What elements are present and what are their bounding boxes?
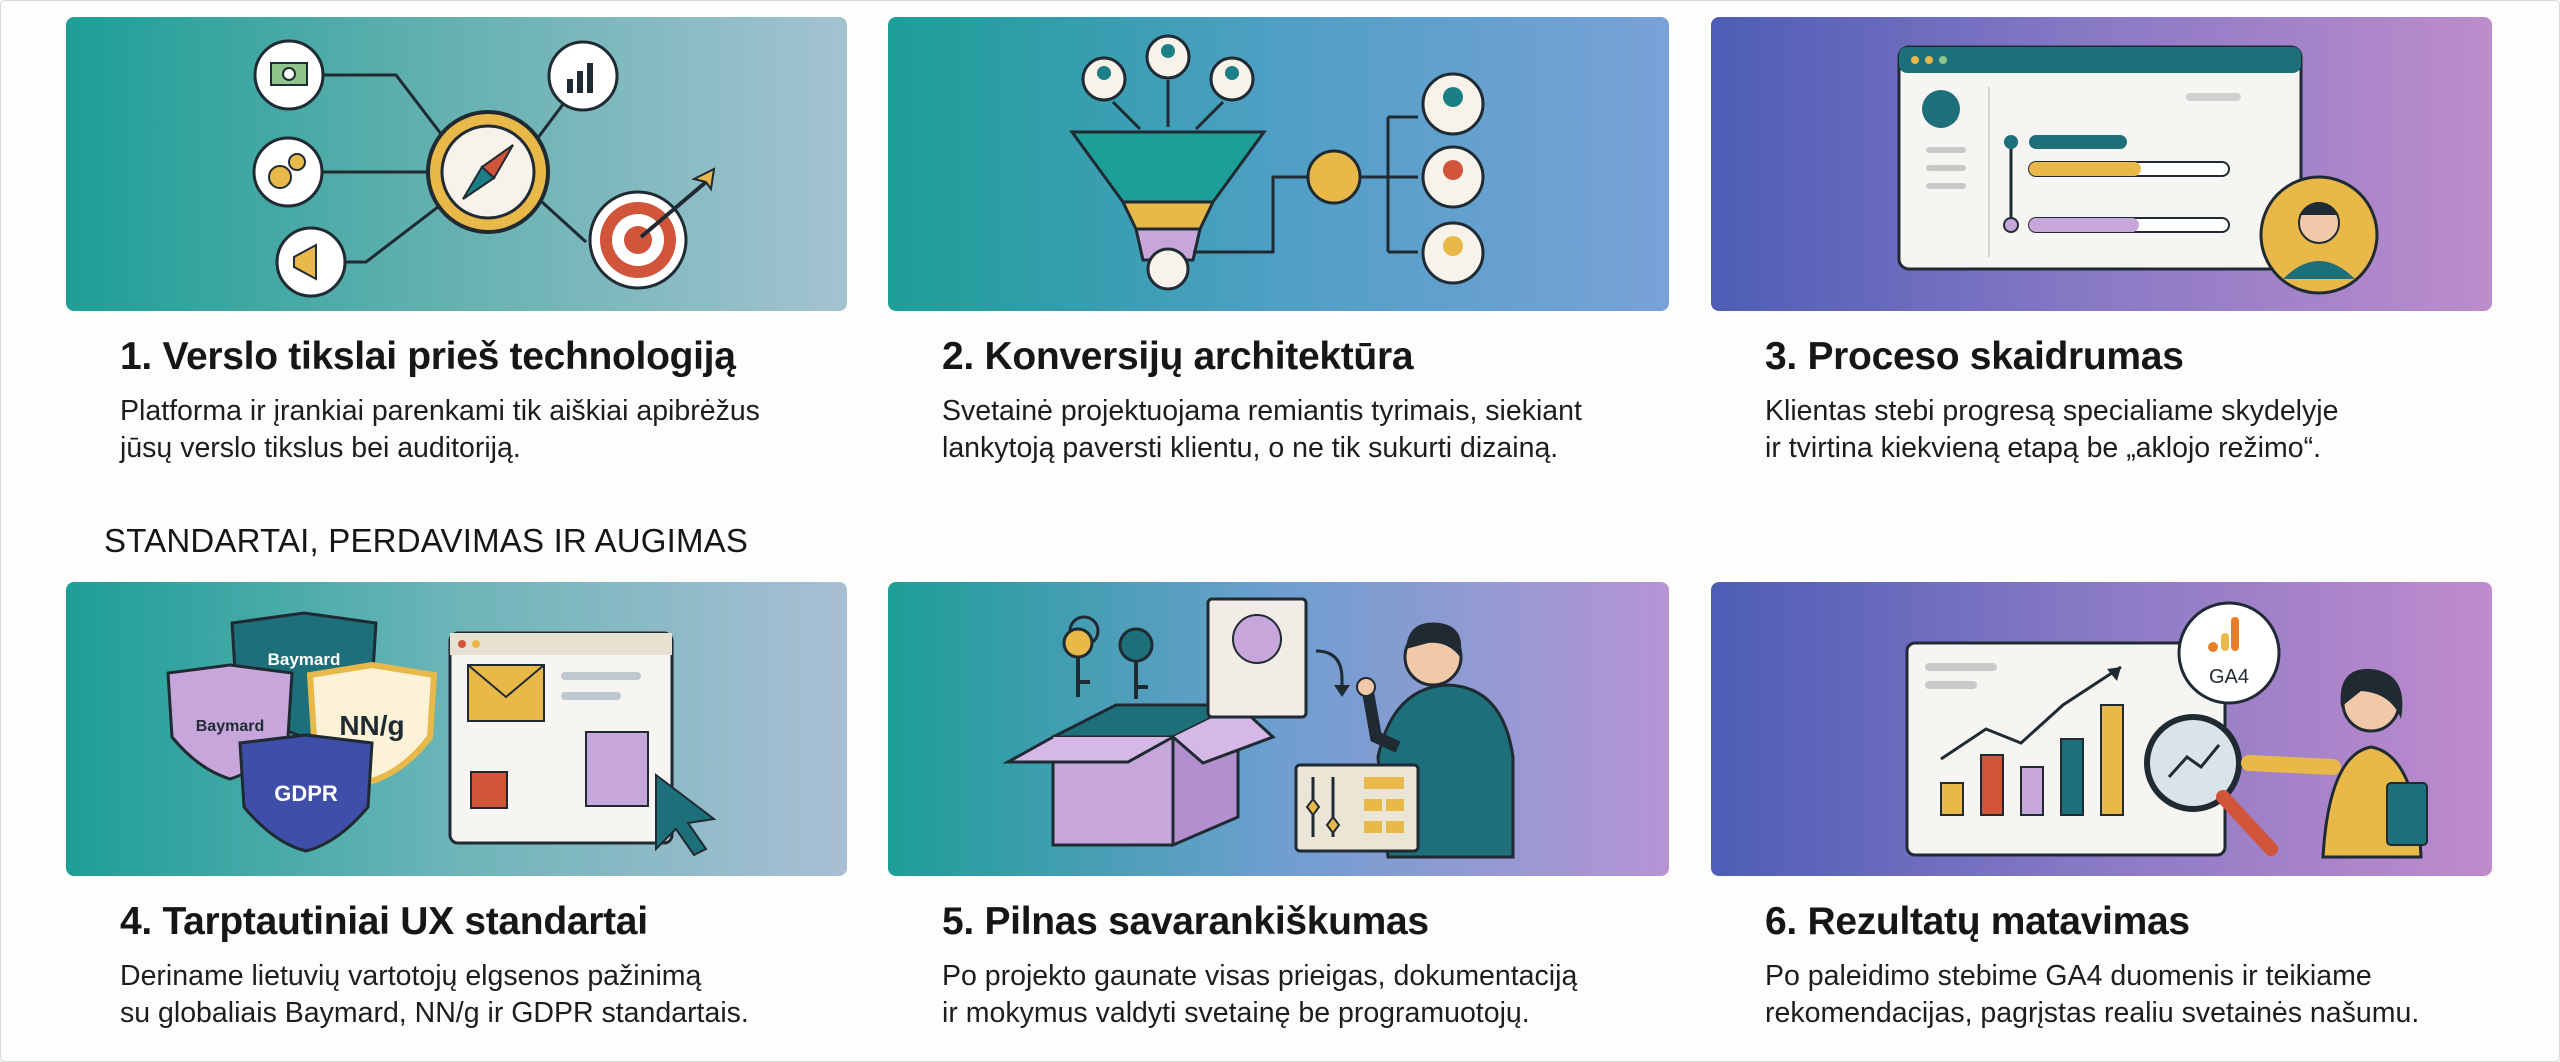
card-title: 5. Pilnas savarankiškumas: [942, 900, 1429, 943]
process-transparency-illustration: [1711, 17, 2492, 311]
baymard-badge-top: Baymard: [268, 650, 341, 669]
ga4-badge: GA4: [2209, 666, 2249, 688]
section-heading: STANDARTAI, PERDAVIMAS IR AUGIMAS: [104, 522, 749, 559]
business-goals-illustration: [66, 17, 847, 311]
analytics-chart-icon: GA4: [1905, 601, 2428, 859]
shields-icon: Baymard Baymard NN/g GDPR: [166, 611, 717, 857]
card-full-independence: 5. Pilnas savarankiškumas Po projekto ga…: [888, 582, 1669, 1032]
card-description: Po projekto gaunate visas prieigas, doku…: [942, 960, 1578, 1029]
card-title: 4. Tarptautiniai UX standartai: [120, 900, 648, 943]
card-title: 1. Verslo tikslai prieš technologiją: [120, 335, 736, 378]
baymard-badge-left: Baymard: [196, 718, 264, 735]
handover-icon: [1002, 597, 1515, 859]
card-title: 6. Rezultatų matavimas: [1765, 900, 2190, 943]
card-description: Svetainė projektuojama remiantis tyrimai…: [942, 395, 1582, 464]
card-title: 2. Konversijų architektūra: [942, 335, 1414, 378]
card-description: Klientas stebi progresą specialiame skyd…: [1765, 395, 2339, 464]
conversion-architecture-illustration: [888, 17, 1669, 311]
card-business-goals: 1. Verslo tikslai prieš technologiją Pla…: [66, 17, 847, 467]
card-description: Platforma ir įrankiai parenkami tik aišk…: [120, 395, 760, 464]
card-results-measurement: GA4 6. Rezultatų matavimas Po paleidimo …: [1711, 582, 2492, 1032]
results-measurement-illustration: GA4: [1711, 582, 2492, 876]
card-description: Deriname lietuvių vartotojų elgsenos paž…: [120, 960, 749, 1029]
ux-standards-illustration: Baymard Baymard NN/g GDPR: [66, 582, 847, 876]
card-conversion-architecture: 2. Konversijų architektūra Svetainė proj…: [888, 17, 1669, 467]
card-ux-standards: Baymard Baymard NN/g GDPR 4. Tarptautini…: [66, 582, 847, 1032]
compass-strategy-icon: [252, 39, 716, 298]
nng-badge: NN/g: [339, 710, 404, 741]
card-process-transparency: 3. Proceso skaidrumas Klientas stebi pro…: [1711, 17, 2492, 467]
dashboard-icon: [1897, 45, 2379, 295]
card-description: Po paleidimo stebime GA4 duomenis ir tei…: [1765, 960, 2420, 1029]
card-title: 3. Proceso skaidrumas: [1765, 335, 2184, 378]
gdpr-badge: GDPR: [274, 781, 338, 806]
full-independence-illustration: [888, 582, 1669, 876]
funnel-icon: [1069, 34, 1485, 291]
